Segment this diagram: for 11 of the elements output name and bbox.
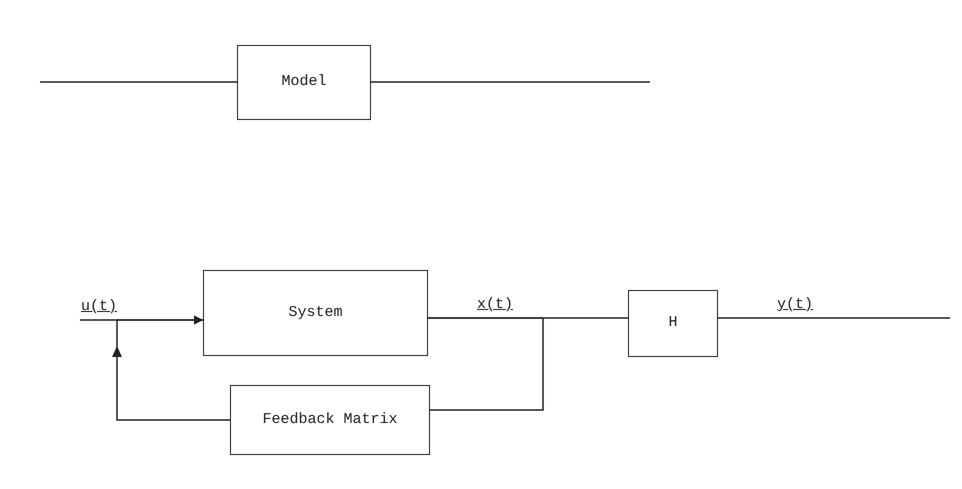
block-label: Model	[281, 72, 326, 92]
block-label: H	[668, 313, 678, 334]
block-box	[230, 385, 430, 455]
block-box	[203, 270, 428, 356]
block-label: Feedback Matrix	[262, 410, 398, 430]
signal-label: u(t)	[80, 298, 118, 315]
block-box	[237, 45, 371, 120]
signal-label: x(t)	[476, 296, 514, 313]
signal-label: y(t)	[776, 296, 814, 313]
block-box	[628, 290, 718, 357]
block-label: System	[288, 302, 342, 323]
